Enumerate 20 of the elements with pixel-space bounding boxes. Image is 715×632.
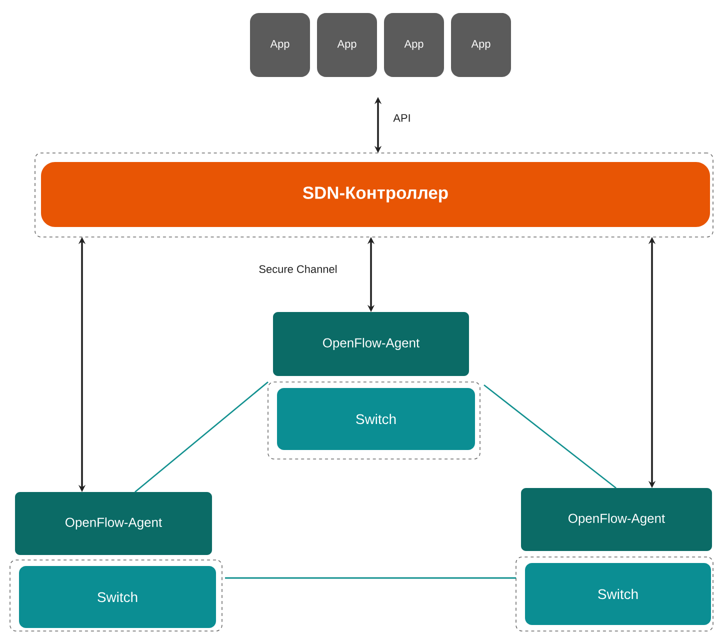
edge-label: API — [392, 113, 412, 123]
switch-box: Switch — [19, 566, 216, 628]
agent-box: OpenFlow-Agent — [273, 312, 469, 376]
app-box: App — [250, 13, 310, 77]
connection-line — [484, 384, 616, 489]
switch-box: Switch — [525, 563, 711, 625]
switch-box: Switch — [277, 388, 475, 450]
agent-box: OpenFlow-Agent — [15, 492, 212, 555]
dashed-frame — [516, 556, 714, 632]
app-box: App — [317, 13, 377, 77]
connection-line — [134, 381, 268, 493]
app-box: App — [384, 13, 444, 77]
dashed-frame — [268, 382, 480, 460]
connection-line — [225, 577, 516, 579]
app-box: App — [451, 13, 511, 77]
dashed-frame — [34, 152, 714, 238]
edge-label: Secure Channel — [258, 264, 338, 274]
dashed-frame — [10, 560, 222, 632]
controller-box: SDN-Контроллер — [41, 162, 710, 227]
agent-box: OpenFlow-Agent — [521, 488, 712, 551]
